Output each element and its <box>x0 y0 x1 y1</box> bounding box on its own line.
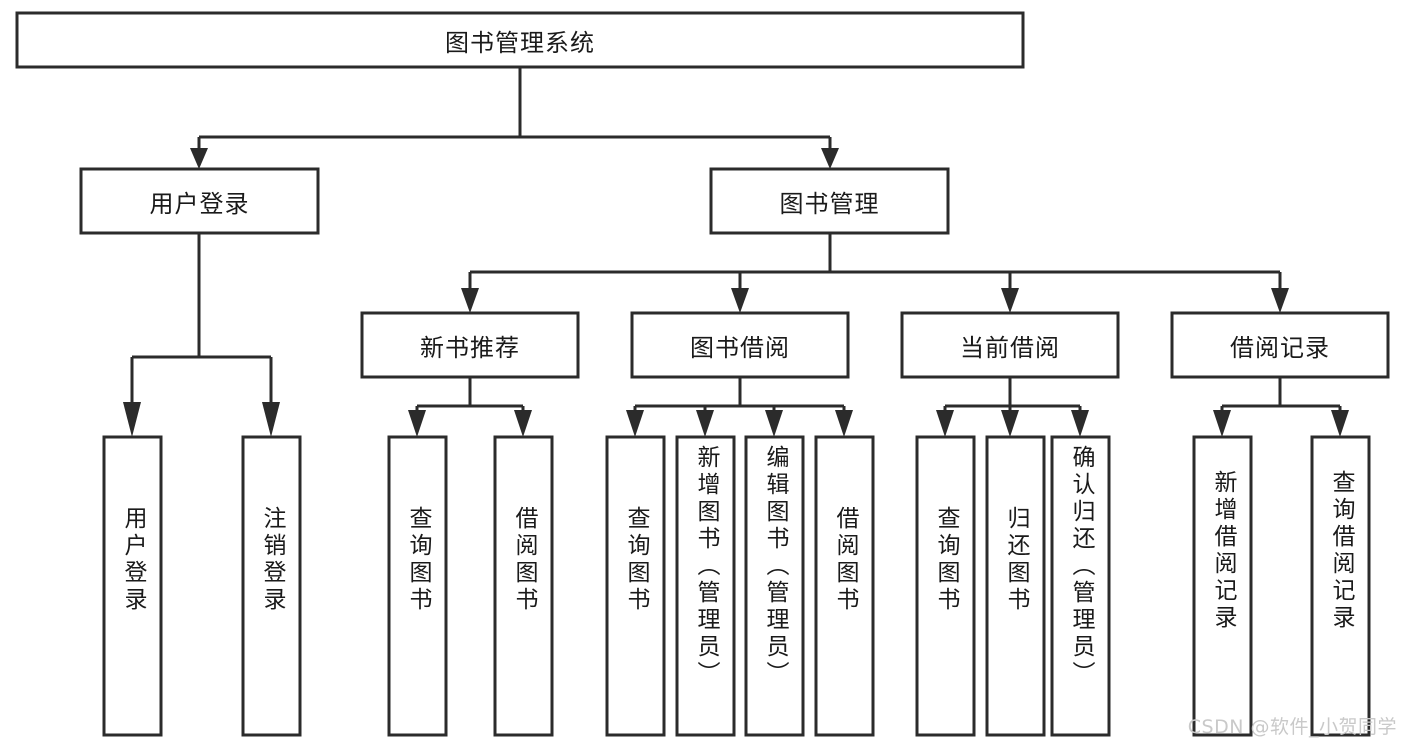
arrow-head-leaf-query-book-2 <box>626 410 644 437</box>
connector-group-new-book-rec <box>408 377 532 437</box>
arrow-head-leaf-add-book <box>696 410 714 437</box>
arrow-head-new-book-rec <box>461 288 479 313</box>
arrow-head-leaf-query-book-3 <box>936 410 954 437</box>
node-leaf-add-record[interactable] <box>1192 435 1253 737</box>
node-leaf-query-book-2[interactable] <box>605 435 666 737</box>
node-leaf-user-login[interactable] <box>102 435 163 737</box>
arrow-head-current-borrow <box>1001 288 1019 313</box>
connector-group-borrow-record <box>1213 377 1349 437</box>
arrow-head-leaf-confirm-return <box>1071 410 1089 437</box>
node-leaf-add-book[interactable] <box>675 435 736 737</box>
node-borrow-record[interactable] <box>1170 311 1390 379</box>
node-leaf-borrow-book-2[interactable] <box>814 435 875 737</box>
connector-group-current-borrow <box>936 377 1089 437</box>
arrow-head-leaf-query-book-1 <box>408 410 426 437</box>
arrow-head-book-borrow <box>731 288 749 313</box>
node-leaf-query-book-3[interactable] <box>915 435 976 737</box>
arrow-head-borrow-record <box>1271 288 1289 313</box>
arrow-head-leaf-query-record <box>1331 410 1349 437</box>
node-book-manage[interactable] <box>709 167 950 235</box>
node-leaf-borrow-book-1[interactable] <box>493 435 554 737</box>
arrow-head-leaf-borrow-book-1 <box>514 410 532 437</box>
arrow-head-user-login <box>190 148 208 169</box>
connector-group-user-login <box>123 233 280 437</box>
node-leaf-query-record[interactable] <box>1310 435 1371 737</box>
arrow-head-book-manage <box>821 148 839 169</box>
node-leaf-query-book-1[interactable] <box>387 435 448 737</box>
arrow-head-leaf-return-book <box>1001 410 1019 437</box>
arrow-head-leaf-add-record <box>1213 410 1231 437</box>
node-leaf-logout[interactable] <box>241 435 302 737</box>
connector-group-book-manage <box>461 233 1289 313</box>
connector-group-book-borrow <box>626 377 853 437</box>
node-book-borrow[interactable] <box>630 311 850 379</box>
arrow-head-leaf-borrow-book-2 <box>835 410 853 437</box>
arrow-head-leaf-user-login <box>123 402 141 437</box>
node-leaf-return-book[interactable] <box>985 435 1046 737</box>
node-leaf-confirm-return[interactable] <box>1050 435 1111 737</box>
arrow-head-leaf-logout <box>262 402 280 437</box>
arrow-head-leaf-edit-book <box>765 410 783 437</box>
node-root[interactable] <box>15 11 1025 69</box>
node-current-borrow[interactable] <box>900 311 1120 379</box>
node-new-book-rec[interactable] <box>360 311 580 379</box>
connector-group-root <box>190 67 839 169</box>
node-user-login[interactable] <box>79 167 320 235</box>
node-leaf-edit-book[interactable] <box>744 435 805 737</box>
